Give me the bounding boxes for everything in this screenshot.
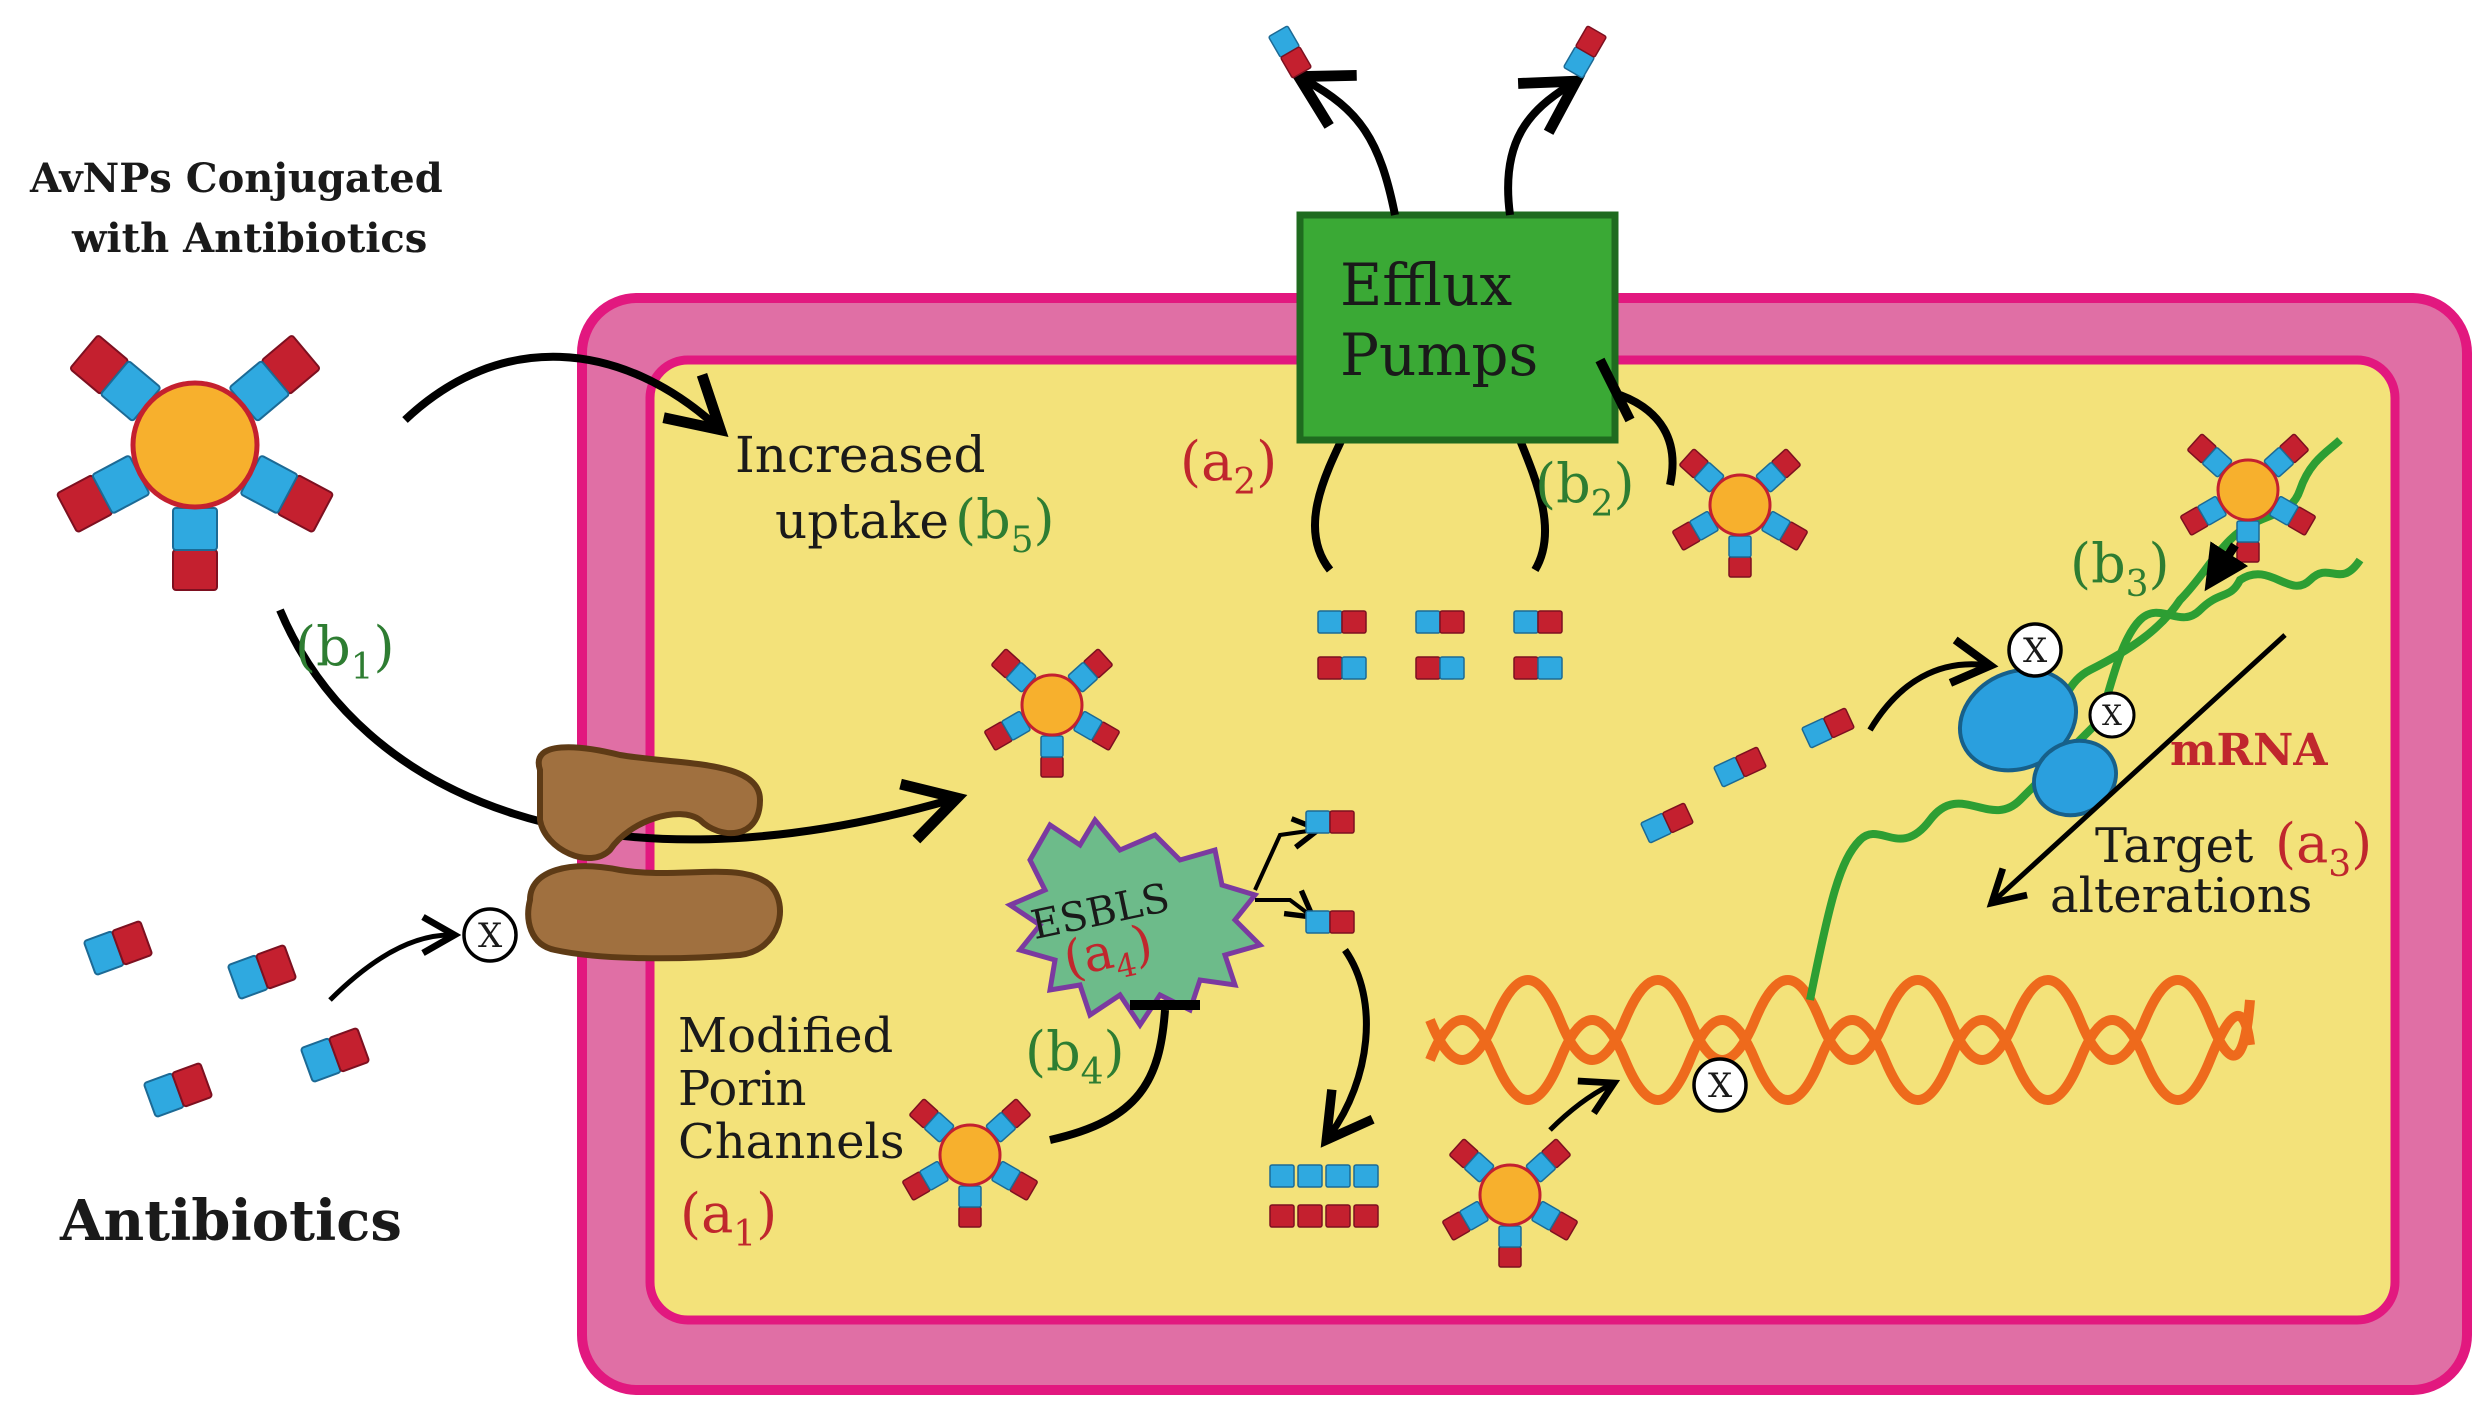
pump-inhibition-line	[1618, 391, 1677, 486]
block-mark-ribosome: X	[2007, 622, 2063, 678]
label-b4: (b4)	[1025, 1020, 1125, 1093]
svg-text:X: X	[2023, 631, 2048, 671]
efflux-label-line1: Efflux	[1340, 251, 1512, 319]
mrna-strand-upper	[2046, 437, 2343, 751]
modified-porin-line3: Channels	[678, 1114, 904, 1170]
hydrolyzed-antibiotic-bottom	[1305, 910, 1355, 934]
dna-helix	[1425, 975, 2255, 1105]
esbls-enzyme: ESBLS (a4)	[1004, 815, 1265, 1030]
avnp-conjugate-large	[57, 335, 334, 590]
esbls-inhibition-line	[1049, 1009, 1169, 1144]
label-b5: (b5)	[955, 488, 1055, 561]
efflux-label-line2: Pumps	[1340, 321, 1538, 389]
esbls-arrow-up	[1253, 816, 1324, 891]
svg-text:X: X	[1708, 1066, 1733, 1106]
block-mark-mrna: X	[2088, 691, 2136, 739]
mrna-label: mRNA	[2170, 725, 2328, 776]
ribosome-binding-arrow	[1867, 636, 1999, 732]
modified-porin-line1: Modified	[678, 1008, 893, 1064]
block-mark-porin: X	[462, 907, 518, 963]
block-mark-dna: X	[1692, 1057, 1748, 1113]
label-a3: (a3)	[2275, 812, 2372, 885]
ribosome	[1957, 667, 2118, 818]
efflux-pump: Efflux Pumps	[1267, 24, 1619, 573]
b3-arrow	[2204, 541, 2249, 592]
modified-porin-line2: Porin	[678, 1061, 806, 1117]
avnp-title-line2: with Antibiotics	[71, 215, 427, 262]
antibiotics-label: Antibiotics	[59, 1188, 402, 1254]
dna-attack-arrow	[1548, 1077, 1621, 1132]
svg-text:X: X	[2102, 699, 2122, 732]
porin-entry-arrow	[276, 608, 968, 844]
target-alteration-arrow	[1986, 633, 2287, 908]
degraded-fragments	[1269, 1164, 1379, 1228]
target-label-line2: alterations	[2050, 868, 2312, 924]
label-a2: (a2)	[1180, 430, 1277, 503]
label-a1: (a1)	[680, 1182, 777, 1255]
label-b2: (b2)	[1535, 452, 1635, 525]
porin-channel	[525, 744, 783, 962]
uptake-arrow	[402, 352, 729, 438]
target-label-line1: Target	[2095, 818, 2253, 874]
free-antibiotics	[82, 919, 371, 1119]
blocked-entry-arrow	[328, 914, 462, 1002]
label-b3: (b3)	[2070, 532, 2170, 605]
pump-inhibition-bar	[1595, 357, 1635, 423]
hydrolyzed-antibiotic-top	[1305, 810, 1355, 834]
esbls-arrow-down	[1255, 889, 1318, 921]
increased-uptake-line2: uptake	[775, 492, 949, 550]
label-b1: (b1)	[295, 615, 395, 688]
avnp-title-line1: AvNPs Conjugated	[29, 155, 443, 202]
degradation-arrow	[1320, 947, 1375, 1148]
svg-text:X: X	[478, 916, 503, 956]
increased-uptake-line1: Increased	[735, 426, 986, 484]
